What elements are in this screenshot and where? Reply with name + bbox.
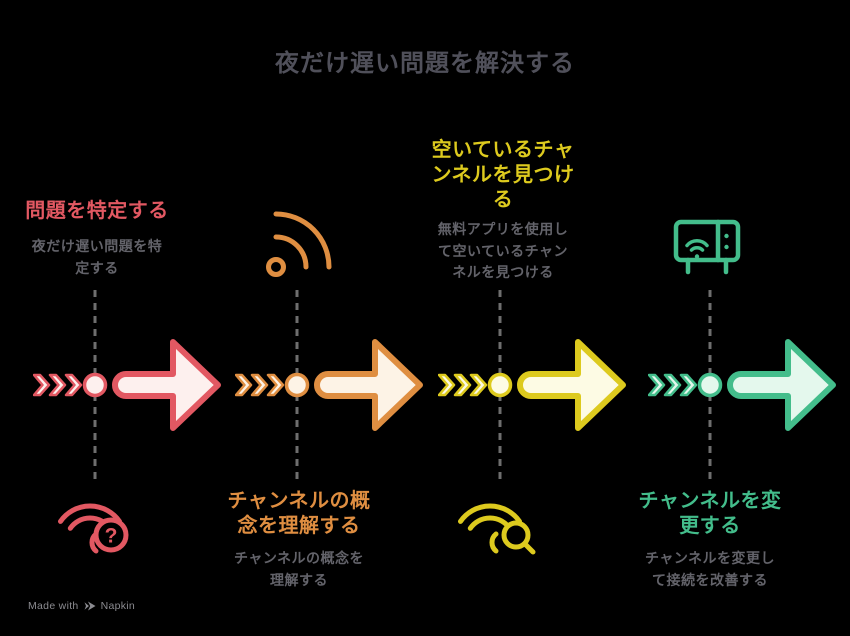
step-3-heading: 空いているチャ ンネルを見つけ る bbox=[431, 139, 575, 211]
wifi-search-icon bbox=[458, 503, 536, 555]
question-mark-glyph: ? bbox=[105, 525, 118, 548]
step-4-heading: チャンネルを変 更する bbox=[638, 490, 782, 537]
step-4-description: チャンネルを変更し て接続を改善する bbox=[644, 550, 776, 588]
wifi-broadcast-icon bbox=[266, 211, 332, 277]
napkin-brand-label: Napkin bbox=[100, 600, 136, 612]
step-3-description: 無料アプリを使用し て空いているチャン ネルを見つける bbox=[437, 221, 569, 280]
step-1-description: 夜だけ遅い問題を特 定する bbox=[31, 238, 163, 276]
wifi-question-icon: ? bbox=[58, 503, 129, 554]
napkin-watermark[interactable]: Made with Napkin bbox=[28, 600, 135, 612]
step-2-description: チャンネルの概念を 理解する bbox=[233, 550, 365, 588]
step-3-flow-arrow bbox=[438, 337, 628, 433]
router-icon bbox=[673, 219, 741, 275]
step-2-heading: チャンネルの概 念を理解する bbox=[227, 490, 371, 537]
page-title: 夜だけ遅い問題を解決する bbox=[275, 50, 575, 77]
step-1-heading: 問題を特定する bbox=[25, 200, 169, 222]
step-2-flow-arrow bbox=[235, 337, 425, 433]
step-1-flow-arrow bbox=[33, 337, 223, 433]
step-4-flow-arrow bbox=[648, 337, 838, 433]
napkin-logo-icon bbox=[84, 601, 96, 611]
made-with-label: Made with bbox=[28, 600, 79, 612]
